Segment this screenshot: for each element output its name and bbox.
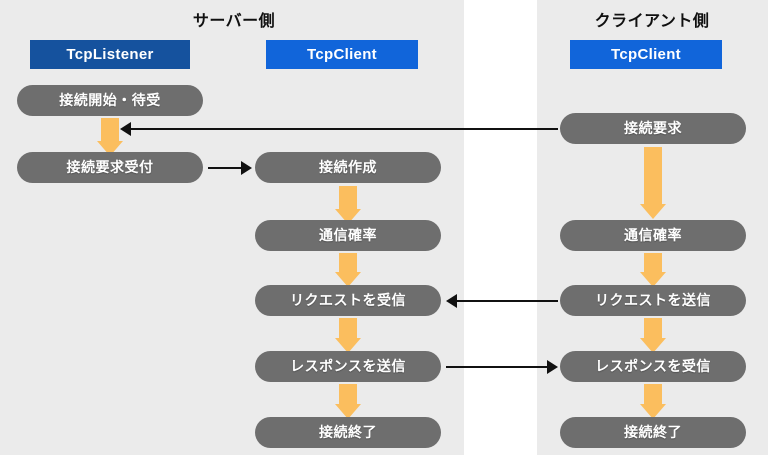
node-receive-response[interactable]: レスポンスを受信 [560, 351, 746, 382]
flow-arrow-down-client-4 [628, 384, 678, 419]
class-box-tcplistener[interactable]: TcpListener [30, 40, 190, 69]
cross-arrow-accept-to-create [208, 161, 252, 175]
node-create-connection[interactable]: 接続作成 [255, 152, 441, 183]
flow-arrow-down-server-4 [323, 384, 373, 419]
node-connection-request[interactable]: 接続要求 [560, 113, 746, 144]
node-send-request[interactable]: リクエストを送信 [560, 285, 746, 316]
node-send-response[interactable]: レスポンスを送信 [255, 351, 441, 382]
flow-arrow-down-server-1 [323, 186, 373, 224]
flow-arrow-down-client-2 [628, 253, 678, 287]
flow-arrow-down-server-3 [323, 318, 373, 353]
node-establish-comm-server[interactable]: 通信確率 [255, 220, 441, 251]
node-establish-comm-client[interactable]: 通信確率 [560, 220, 746, 251]
class-box-tcpclient-client[interactable]: TcpClient [570, 40, 722, 69]
flow-arrow-down-server-2 [323, 253, 373, 287]
node-accept-request[interactable]: 接続要求受付 [17, 152, 203, 183]
node-close-connection-client[interactable]: 接続終了 [560, 417, 746, 448]
node-close-connection-server[interactable]: 接続終了 [255, 417, 441, 448]
node-receive-request[interactable]: リクエストを受信 [255, 285, 441, 316]
cross-arrow-send-request-to-receive-request [446, 294, 558, 308]
class-box-tcpclient-server[interactable]: TcpClient [266, 40, 418, 69]
flow-arrow-down-client-3 [628, 318, 678, 353]
flow-arrow-down-client-1 [628, 147, 678, 219]
panel-title-client: クライアント側 [594, 13, 710, 30]
node-connect-start-wait[interactable]: 接続開始・待受 [17, 85, 203, 116]
panel-title-server: サーバー側 [192, 13, 276, 30]
cross-arrow-connection-request-to-listener [120, 122, 558, 136]
cross-arrow-send-response-to-receive-response [446, 360, 558, 374]
